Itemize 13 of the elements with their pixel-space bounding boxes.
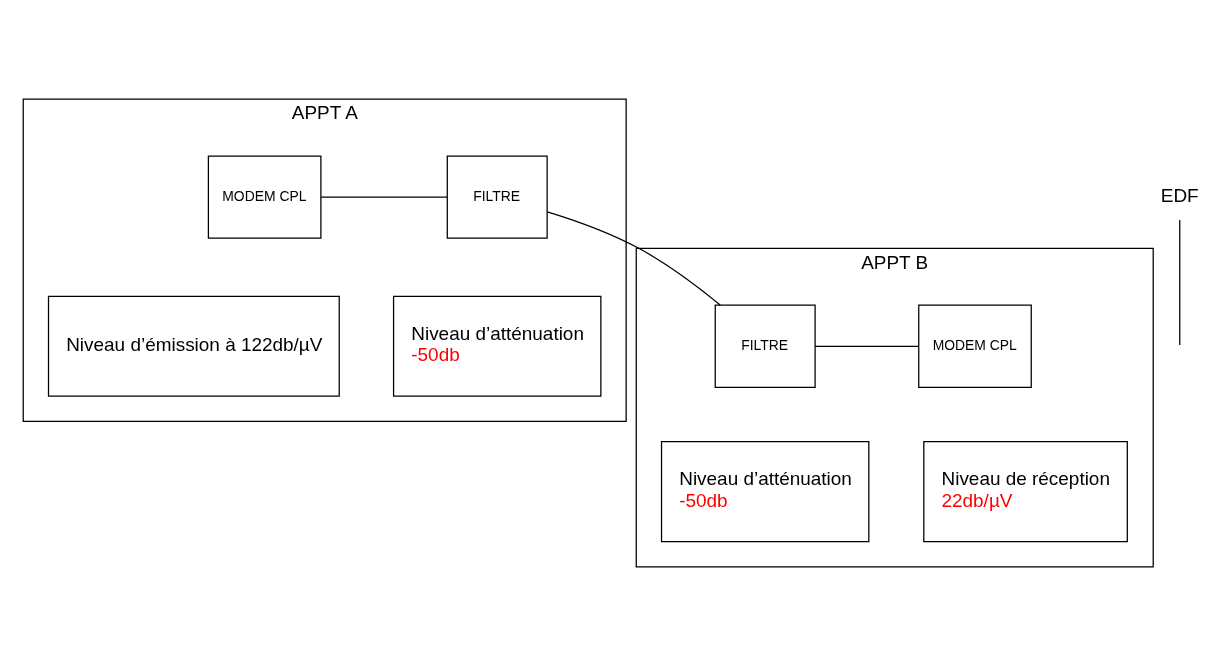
node-box: Niveau d’atténuation -50db: [660, 440, 870, 542]
connector: [814, 345, 919, 347]
node-box: FILTRE: [446, 154, 548, 239]
node-text: EDF: [1160, 184, 1199, 206]
connector: [546, 210, 721, 306]
node-box: FILTRE: [714, 304, 816, 388]
node-box: Niveau de réception 22db/µV: [923, 440, 1128, 542]
node-box: Niveau d’atténuation -50db: [392, 295, 602, 397]
node-box: MODEM CPL: [918, 304, 1032, 388]
connector: [1179, 218, 1181, 346]
connector: [320, 196, 448, 198]
node-box: Niveau d’émission à 122db/µV: [47, 295, 340, 397]
node-box: MODEM CPL: [207, 154, 322, 239]
